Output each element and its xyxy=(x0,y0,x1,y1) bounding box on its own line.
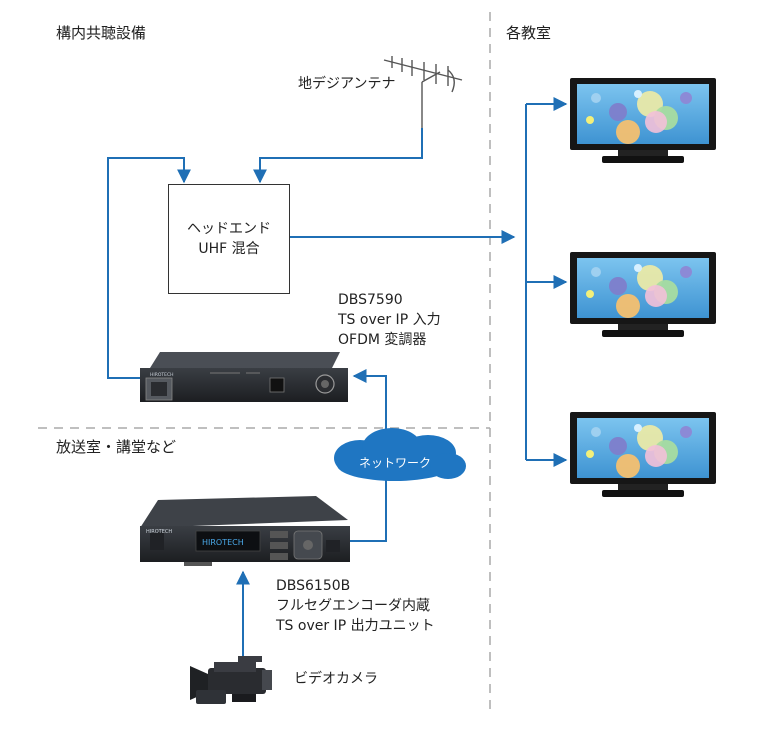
video-camera-icon xyxy=(190,656,272,704)
region-label-broadcast-room: 放送室・講堂など xyxy=(56,438,177,456)
region-label-building-equipment: 構内共聴設備 xyxy=(56,24,147,42)
antenna-label: 地デジアンテナ xyxy=(298,76,396,92)
classroom-tv-icon xyxy=(570,252,716,337)
modulator-brand: HIROTECH xyxy=(150,372,174,378)
encoder-output: TS over IP 出力ユニット xyxy=(276,618,435,634)
region-label-classrooms: 各教室 xyxy=(506,24,552,42)
encoder-device-icon xyxy=(140,496,350,566)
antenna-icon xyxy=(383,56,463,128)
encoder-display-text: HIROTECH xyxy=(202,538,244,547)
camera-label: ビデオカメラ xyxy=(294,671,378,687)
modulator-model: DBS7590 xyxy=(338,292,403,308)
encoder-label: DBS6150B フルセグエンコーダ内蔵 TS over IP 出力ユニット xyxy=(276,576,435,636)
headend-label-line2: UHF 混合 xyxy=(198,241,260,257)
modulator-function: OFDM 変調器 xyxy=(338,332,427,348)
encoder-feature: フルセグエンコーダ内蔵 xyxy=(276,598,430,614)
headend-label-line1: ヘッドエンド xyxy=(187,221,271,237)
modulator-label: DBS7590 TS over IP 入力 OFDM 変調器 xyxy=(338,290,441,350)
classroom-tv-icon xyxy=(570,78,716,163)
encoder-brand: HIROTECH xyxy=(146,529,172,535)
encoder-model: DBS6150B xyxy=(276,578,351,594)
network-cloud-icon xyxy=(334,428,466,481)
connector-lines xyxy=(107,97,568,658)
modulator-device-icon xyxy=(140,352,348,402)
network-label: ネットワーク xyxy=(358,456,431,470)
headend-box: ヘッドエンド UHF 混合 xyxy=(168,184,290,294)
modulator-input: TS over IP 入力 xyxy=(338,312,441,328)
classroom-tv-icon xyxy=(570,412,716,497)
